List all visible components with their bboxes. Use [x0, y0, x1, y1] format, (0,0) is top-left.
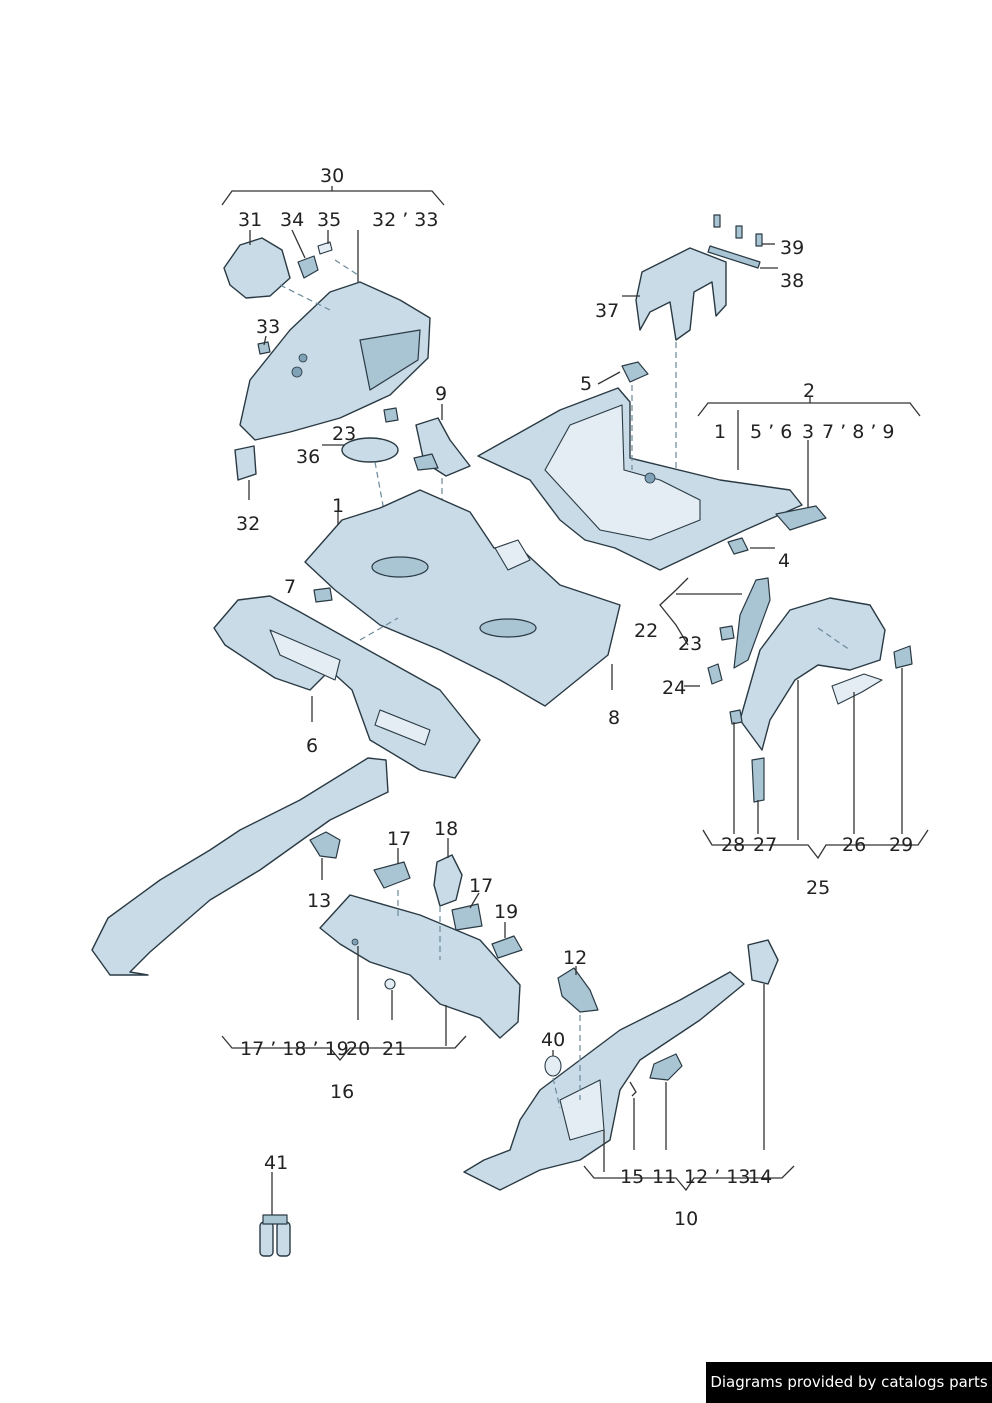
center-floor-panel [304, 489, 621, 707]
adhesive-cartridges [259, 1172, 291, 1257]
callout-31: 31 [238, 209, 262, 231]
callout-17-mid: 17 [469, 875, 493, 897]
callout-6: 6 [306, 735, 318, 757]
callout-20: 20 [346, 1038, 370, 1060]
callout-12-13: 12 ’ 13 [684, 1166, 750, 1188]
rear-floor-section [213, 595, 481, 779]
callout-33: 33 [256, 316, 280, 338]
callout-1-left: 1 [332, 495, 344, 517]
wheel-housing-assembly [221, 186, 445, 500]
callout-1-right: 1 [714, 421, 726, 443]
cross-member-lower [221, 838, 523, 1062]
callout-35: 35 [317, 209, 341, 231]
callout-7: 7 [284, 576, 296, 598]
callout-23-right: 23 [678, 633, 702, 655]
callout-28: 28 [721, 834, 745, 856]
callout-36: 36 [296, 446, 320, 468]
callout-25: 25 [806, 877, 830, 899]
callout-4: 4 [778, 550, 790, 572]
callout-38: 38 [780, 270, 804, 292]
callout-2: 2 [803, 380, 815, 402]
rear-floor-pan [477, 361, 921, 571]
callout-24: 24 [662, 677, 686, 699]
longitudinal-member-left [91, 757, 389, 976]
callout-23-top: 23 [332, 423, 356, 445]
callout-40: 40 [541, 1029, 565, 1051]
callout-41: 41 [264, 1152, 288, 1174]
callout-32: 32 [236, 513, 260, 535]
callout-15: 15 [620, 1166, 644, 1188]
callout-11: 11 [652, 1166, 676, 1188]
inner-wheel-housing-right [659, 577, 929, 860]
callout-14: 14 [748, 1166, 772, 1188]
upper-bracket-and-screws [622, 214, 778, 490]
callout-39: 39 [780, 237, 804, 259]
callout-13: 13 [307, 890, 331, 912]
callout-3: 3 [802, 421, 814, 443]
callout-22: 22 [634, 620, 658, 642]
callout-18: 18 [434, 818, 458, 840]
callout-8: 8 [608, 707, 620, 729]
callout-10: 10 [674, 1208, 698, 1230]
callout-12-top: 12 [563, 947, 587, 969]
callout-16: 16 [330, 1081, 354, 1103]
longitudinal-member-right [463, 939, 795, 1192]
callout-34: 34 [280, 209, 304, 231]
callout-29: 29 [889, 834, 913, 856]
callout-32-33: 32 ’ 33 [372, 209, 438, 231]
callout-19: 19 [494, 901, 518, 923]
callout-7-8-9: 7 ’ 8 ’ 9 [822, 421, 895, 443]
credit-banner: Diagrams provided by catalogs parts [706, 1362, 992, 1403]
callout-17-18-19: 17 ’ 18 ’ 19 [240, 1038, 349, 1060]
callout-26: 26 [842, 834, 866, 856]
callout-21: 21 [382, 1038, 406, 1060]
callout-27: 27 [753, 834, 777, 856]
callout-5-6: 5 ’ 6 [750, 421, 792, 443]
callout-5: 5 [580, 373, 592, 395]
callout-37: 37 [595, 300, 619, 322]
callout-30: 30 [320, 165, 344, 187]
callout-17-top: 17 [387, 828, 411, 850]
callout-9: 9 [435, 383, 447, 405]
